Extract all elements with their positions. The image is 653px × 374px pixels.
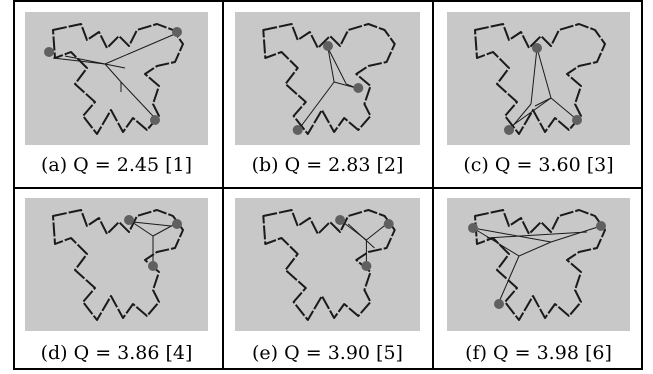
node-marker bbox=[124, 215, 134, 225]
connection-line bbox=[327, 47, 347, 85]
connection-line bbox=[472, 227, 520, 257]
connection-line bbox=[299, 81, 335, 129]
panel-drawing-c bbox=[474, 23, 606, 135]
caption-a: (a) Q = 2.45 [1] bbox=[40, 154, 193, 176]
panel-image-d bbox=[25, 198, 208, 331]
path-outline bbox=[474, 209, 606, 321]
caption-e: (e) Q = 3.90 [5] bbox=[252, 342, 403, 364]
connection-line bbox=[550, 97, 576, 119]
panel-drawing-b bbox=[262, 23, 396, 135]
caption-d: (d) Q = 3.86 [4] bbox=[40, 342, 193, 364]
connection-line bbox=[508, 97, 552, 129]
connection-line bbox=[518, 241, 552, 257]
node-marker bbox=[383, 219, 394, 229]
column-divider bbox=[222, 2, 224, 368]
figure-cell-f: (f) Q = 3.98 [6] bbox=[447, 198, 630, 366]
figure-cell-d: (d) Q = 3.86 [4] bbox=[25, 198, 208, 366]
caption-b: (b) Q = 2.83 [2] bbox=[251, 154, 404, 176]
connection-line bbox=[510, 103, 532, 129]
connection-line bbox=[347, 223, 375, 249]
figure-cell-b: (b) Q = 2.83 [2] bbox=[235, 12, 420, 184]
node-marker bbox=[596, 221, 606, 231]
figure-cell-a: (a) Q = 2.45 [1] bbox=[25, 12, 208, 184]
node-marker bbox=[532, 43, 542, 53]
node-marker bbox=[361, 261, 372, 271]
connection-line bbox=[498, 255, 520, 303]
node-marker bbox=[150, 115, 160, 125]
figure-cell-e: (e) Q = 3.90 [5] bbox=[235, 198, 420, 366]
connection-line bbox=[104, 63, 122, 83]
panel-drawing-d bbox=[52, 209, 184, 321]
row-divider bbox=[15, 187, 641, 189]
connection-line bbox=[550, 225, 602, 243]
figure-cell-c: (c) Q = 3.60 [3] bbox=[447, 12, 630, 184]
path-outline bbox=[52, 209, 184, 321]
node-marker bbox=[494, 299, 504, 309]
panel-image-c bbox=[447, 12, 630, 145]
connection-line bbox=[104, 33, 176, 65]
panel-drawing-e bbox=[262, 209, 396, 321]
panel-image-a bbox=[25, 12, 208, 145]
node-marker bbox=[504, 125, 514, 135]
node-marker bbox=[292, 125, 303, 135]
node-marker bbox=[353, 83, 364, 93]
caption-f: (f) Q = 3.98 [6] bbox=[465, 342, 612, 364]
connection-line bbox=[120, 81, 154, 117]
path-outline bbox=[474, 23, 606, 135]
panel-drawing-a bbox=[44, 23, 184, 135]
caption-c: (c) Q = 3.60 [3] bbox=[463, 154, 614, 176]
node-marker bbox=[335, 215, 346, 225]
path-outline bbox=[52, 23, 184, 135]
panel-image-f bbox=[447, 198, 630, 331]
connection-line bbox=[472, 227, 552, 243]
node-marker bbox=[148, 261, 158, 271]
path-outline bbox=[262, 209, 396, 321]
node-marker bbox=[323, 41, 333, 51]
node-marker bbox=[468, 223, 478, 233]
connection-line bbox=[64, 55, 126, 69]
node-marker bbox=[172, 27, 182, 37]
connection-line bbox=[52, 57, 106, 65]
column-divider bbox=[432, 2, 434, 368]
figure-table: (a) Q = 2.45 [1] (b) Q = 2.83 [2] (c) Q … bbox=[13, 0, 643, 370]
connection-line bbox=[534, 97, 552, 107]
connection-line bbox=[486, 231, 588, 239]
node-marker bbox=[44, 47, 54, 57]
node-marker bbox=[572, 115, 582, 125]
connection-line bbox=[132, 221, 172, 227]
connection-line bbox=[536, 47, 552, 99]
connection-line bbox=[530, 47, 538, 105]
connection-line bbox=[366, 223, 387, 241]
connection-line bbox=[152, 223, 176, 237]
panel-image-b bbox=[235, 12, 420, 145]
node-marker bbox=[172, 219, 182, 229]
panel-drawing-f bbox=[468, 209, 606, 321]
connection-line bbox=[327, 47, 335, 83]
path-outline bbox=[262, 23, 396, 135]
panel-image-e bbox=[235, 198, 420, 331]
